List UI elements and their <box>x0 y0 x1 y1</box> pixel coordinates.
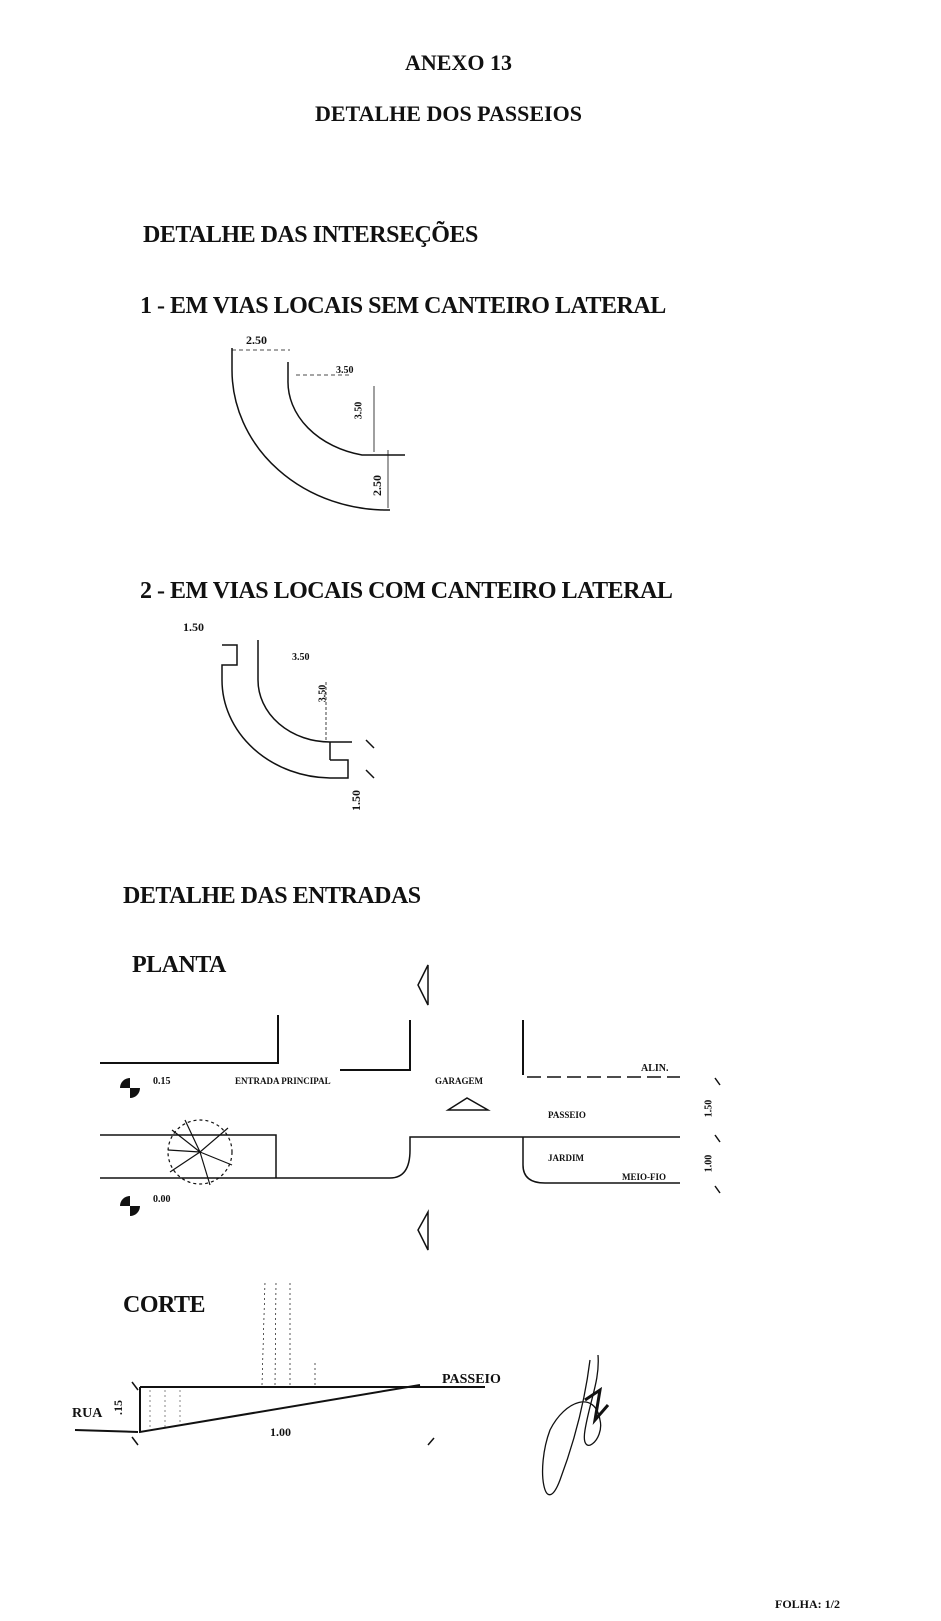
north-arrow-icon <box>417 1209 429 1251</box>
section-sidewalk-label: PASSEIO <box>442 1372 501 1387</box>
plan-title: PLANTA <box>132 952 226 978</box>
dim-label: 1.00 <box>270 1425 291 1439</box>
sidewalk-label: PASSEIO <box>548 1110 586 1120</box>
dim-label: 3.50 <box>292 652 310 663</box>
plan-drawing <box>100 964 721 1251</box>
dim-label: 1.50 <box>183 620 204 634</box>
curb-label: MEIO-FIO <box>622 1172 666 1182</box>
garage-label: GARAGEM <box>435 1076 483 1086</box>
annex-number: ANEXO 13 <box>405 50 512 75</box>
intersections-heading: DETALHE DAS INTERSEÇÕES <box>143 222 478 248</box>
sheet-number: FOLHA: 1/2 <box>775 1597 840 1611</box>
dim-label: 3.50 <box>336 365 354 376</box>
signature <box>541 1354 610 1496</box>
level-label: 0.15 <box>153 1076 171 1087</box>
garage-arrow-icon <box>445 1097 491 1111</box>
level-label: 0.00 <box>153 1194 171 1205</box>
entrances-heading: DETALHE DAS ENTRADAS <box>123 883 421 909</box>
alignment-label: ALIN. <box>641 1063 669 1074</box>
section-title: CORTE <box>123 1292 206 1318</box>
level-marker-icon <box>120 1078 140 1216</box>
section-street-label: RUA <box>72 1406 103 1421</box>
case2-title: 2 - EM VIAS LOCAIS COM CANTEIRO LATERAL <box>140 578 673 604</box>
intersection-drawing-1 <box>231 348 405 511</box>
case1-title: 1 - EM VIAS LOCAIS SEM CANTEIRO LATERAL <box>140 293 666 319</box>
north-arrow-icon <box>417 964 429 1006</box>
section-drawing <box>74 1281 485 1446</box>
dim-label: 2.50 <box>246 333 267 347</box>
main-entrance-label: ENTRADA PRINCIPAL <box>235 1076 331 1086</box>
intersection-drawing-2 <box>221 640 375 779</box>
garden-label: JARDIM <box>548 1153 584 1163</box>
tree-icon <box>167 1119 233 1186</box>
page-title: DETALHE DOS PASSEIOS <box>315 101 582 126</box>
